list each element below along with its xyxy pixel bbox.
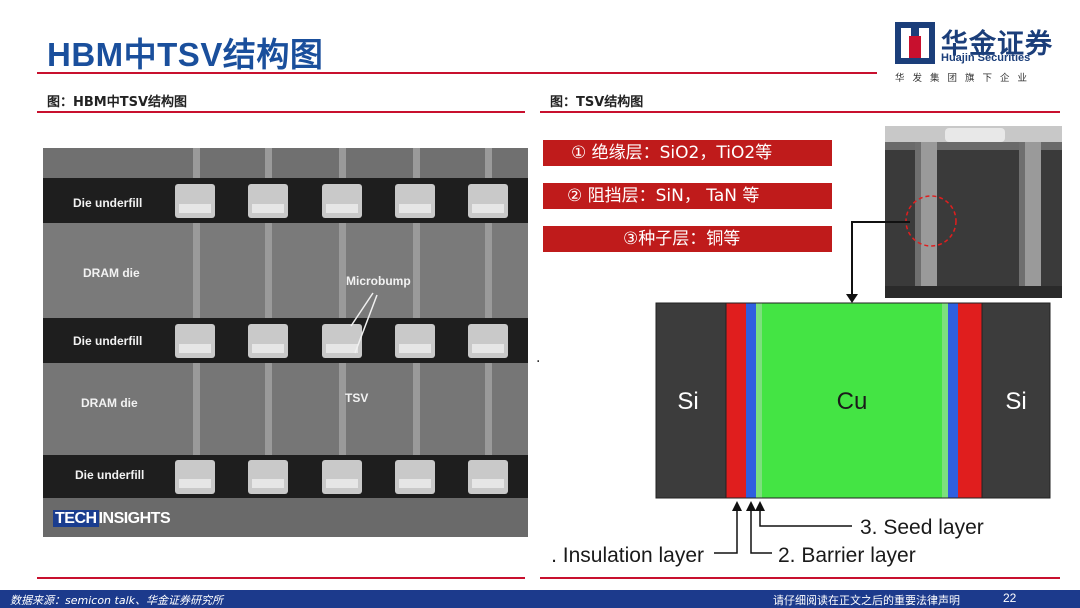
layer-box-insulation: ① 绝缘层：SiO2，TiO2等: [543, 140, 832, 166]
footer-source: 数据来源：semicon talk、华金证券研究所: [10, 594, 223, 607]
label-tsv: TSV: [345, 391, 369, 405]
title-divider: [37, 72, 877, 74]
tsv-micrograph-image: [885, 126, 1062, 298]
footer-legal-notice: 请仔细阅读在正文之后的重要法律声明: [773, 594, 960, 607]
label-die-underfill-3: Die underfill: [75, 468, 145, 482]
bottom-right-divider: [540, 577, 1060, 579]
tsv-micrograph-drawing: [885, 126, 1062, 298]
layer-box-seed: ③种子层：铜等: [543, 226, 832, 252]
tsv-layer-diagram: Si Cu Si . Insulation layer 2. Barrier l…: [551, 221, 1051, 567]
hbm-cross-section-image: Die underfill DRAM die Microbump Die und…: [43, 148, 528, 537]
right-figure-caption: 图：TSV结构图: [550, 95, 644, 110]
logo-name-cn: 华金证券: [941, 29, 1053, 60]
page-title: HBM中TSV结构图: [47, 36, 324, 73]
label-barrier-layer: 2. Barrier layer: [778, 544, 916, 567]
layer-box-barrier: ② 阻挡层：SiN， TaN 等: [543, 183, 832, 209]
label-dram-die-2: DRAM die: [81, 396, 138, 410]
label-microbump: Microbump: [346, 274, 411, 288]
bottom-left-divider: [37, 577, 525, 579]
left-figure-caption: 图：HBM中TSV结构图: [47, 95, 188, 110]
hbm-stack-drawing: [43, 148, 528, 537]
label-seed-layer: 3. Seed layer: [860, 516, 984, 539]
label-si-left: Si: [677, 388, 698, 415]
right-caption-divider: [540, 111, 1060, 113]
page-number: 22: [1003, 591, 1017, 605]
label-dram-die-1: DRAM die: [83, 266, 140, 280]
label-die-underfill-1: Die underfill: [73, 196, 143, 210]
company-logo: 华金证券 Huajin Securities 华发集团旗下企业: [895, 22, 1055, 88]
label-die-underfill-2: Die underfill: [73, 334, 143, 348]
label-insulation-layer: . Insulation layer: [551, 544, 704, 567]
label-cu: Cu: [837, 388, 868, 415]
left-caption-divider: [37, 111, 525, 113]
logo-slogan: 华发集团旗下企业: [895, 73, 1036, 84]
stray-dot: .: [536, 350, 541, 366]
logo-name-en: Huajin Securities: [941, 52, 1031, 64]
footer-bar: [0, 590, 1080, 608]
huajin-logo-mark-icon: [895, 22, 935, 64]
label-si-right: Si: [1005, 388, 1026, 415]
